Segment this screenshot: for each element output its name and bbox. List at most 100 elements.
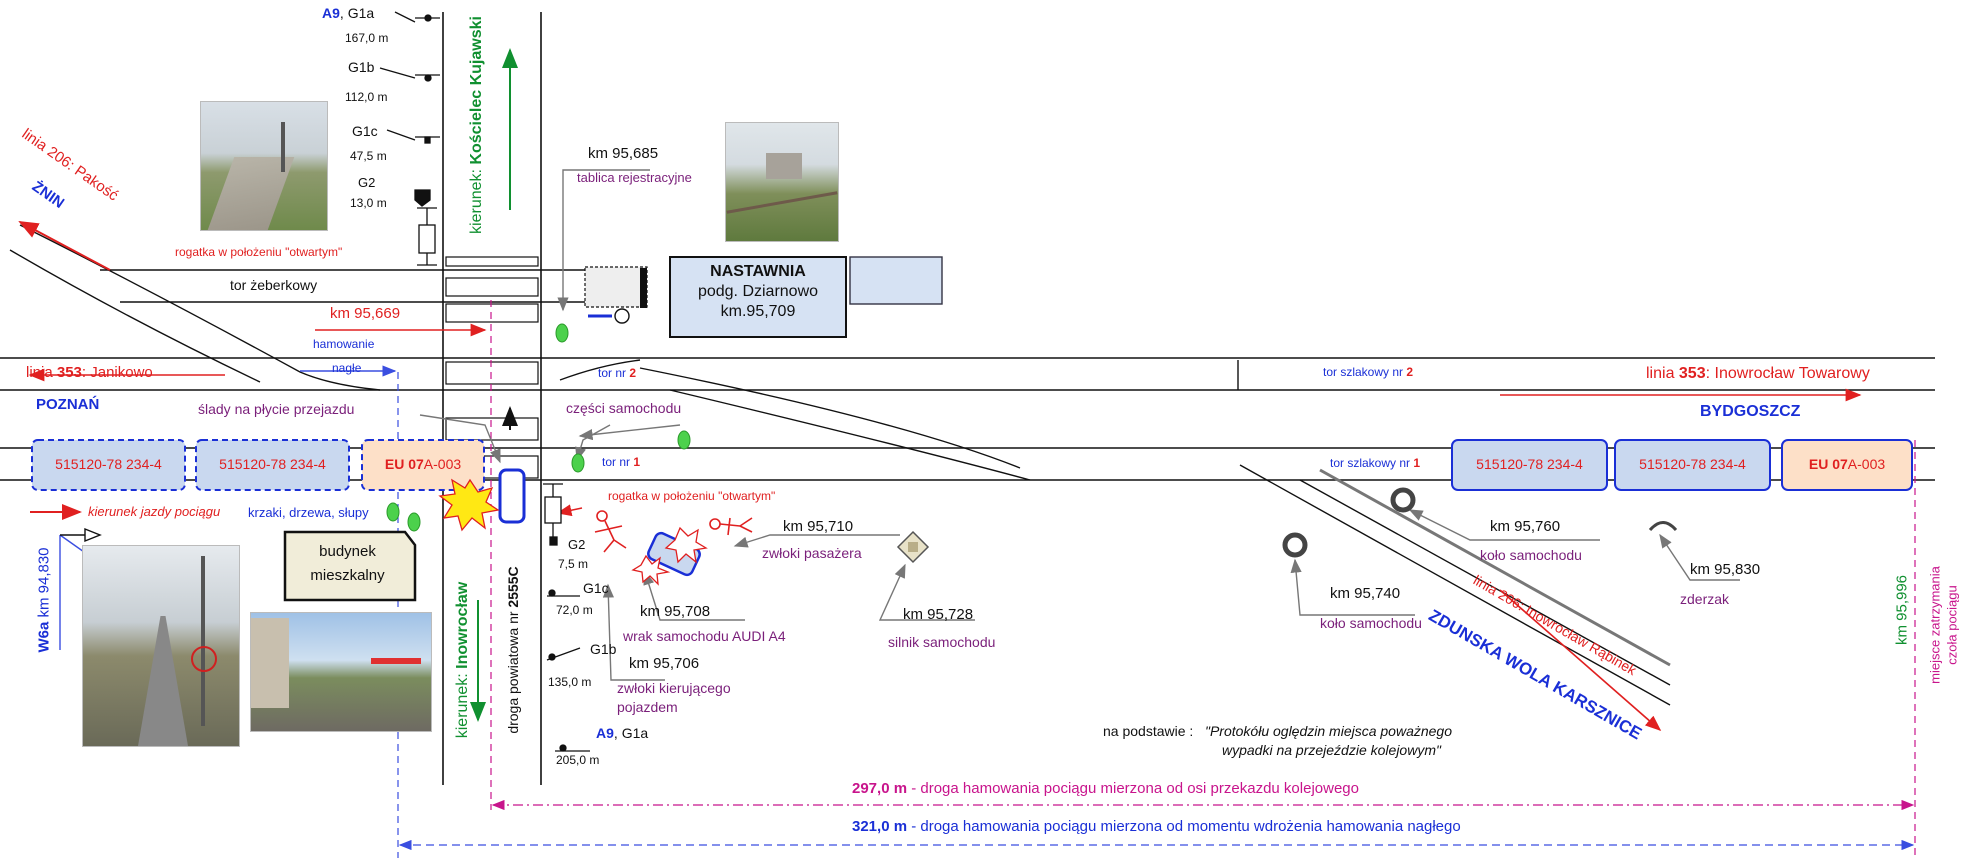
barrier-top bbox=[417, 207, 437, 266]
direction-name: Inowrocław bbox=[454, 581, 471, 669]
signals-bottom-marks bbox=[546, 589, 590, 752]
km-95685-label: km 95,685 bbox=[588, 145, 659, 162]
km-95760-label: km 95,760 bbox=[1490, 518, 1561, 535]
engine-icon bbox=[896, 530, 930, 564]
rogatka-bottom-label: rogatka w położeniu "otwartym" bbox=[608, 489, 776, 503]
nastawnia-box bbox=[669, 256, 847, 338]
nastawnia-km: km.95,709 bbox=[720, 303, 796, 320]
stop-point-label-1: miejsce zatrzymania bbox=[1927, 566, 1943, 684]
nastawnia-subtitle: podg. Dziarnowo bbox=[697, 283, 819, 300]
train-right-loco: EU 07A-003 bbox=[1808, 456, 1886, 472]
w6a-label: W6a km 94,830 bbox=[35, 547, 53, 653]
direction-arrow-znin bbox=[18, 221, 111, 271]
photo-nastawnia-view bbox=[725, 122, 839, 242]
bydgoszcz-label: BYDGOSZCZ bbox=[1700, 403, 1801, 420]
photo-road-view bbox=[200, 101, 328, 231]
bumper-icon bbox=[1648, 521, 1678, 532]
stop-point-label-2: czoła pociągu bbox=[1944, 585, 1960, 665]
train-left-wagon-1: 515120-78 234-4 bbox=[55, 456, 162, 472]
body-icons bbox=[594, 510, 753, 553]
train-right-wagon-1: 515120-78 234-4 bbox=[1476, 456, 1583, 472]
km-95710-label: km 95,710 bbox=[783, 518, 854, 535]
signal-g1c-bottom-label: G1c bbox=[583, 580, 609, 596]
km-95706-label: km 95,706 bbox=[629, 655, 700, 672]
distance-321-label: 321,0 m - droga hamowania pociągu mierzo… bbox=[852, 818, 1461, 835]
hamowanie-label-2: nagłe bbox=[332, 361, 362, 375]
tablica-label: tablica rejestracyjne bbox=[577, 170, 692, 185]
debris-markers bbox=[386, 323, 691, 532]
plate-post bbox=[640, 268, 647, 308]
train-right-wagon-2: 515120-78 234-4 bbox=[1639, 456, 1746, 472]
source-line-2: wypadki na przejeździe kolejowym" bbox=[1222, 742, 1441, 758]
track-1-label: tor nr 1 bbox=[602, 455, 641, 469]
slady-label: ślady na płycie przejazdu bbox=[198, 401, 355, 417]
kolo-2-label: koło samochodu bbox=[1320, 615, 1422, 631]
nastawnia-title: NASTAWNIA bbox=[710, 263, 806, 280]
nastawnia-annex bbox=[849, 256, 943, 305]
road-label: droga powiatowa nr 2555C bbox=[505, 566, 521, 733]
zderzak-label: zderzak bbox=[1680, 591, 1730, 607]
signal-name: G1a bbox=[347, 5, 375, 21]
signal-g1b-top-label: G1b bbox=[348, 59, 375, 75]
road-number: 2555C bbox=[505, 566, 521, 608]
direction-prefix: kierunek: bbox=[454, 668, 471, 739]
signal-g1a-bottom-distance: 205,0 m bbox=[556, 753, 600, 767]
car-wreck-icon bbox=[631, 526, 708, 586]
direction-name: Kościelec Kujawski bbox=[468, 16, 485, 165]
zwloki-kierujacego-label-2: pojazdem bbox=[617, 699, 678, 715]
signal-g1c-top-label: G1c bbox=[352, 123, 378, 139]
photo-house-view bbox=[250, 612, 432, 732]
building-shape bbox=[283, 530, 417, 602]
barrier-bottom bbox=[543, 483, 563, 546]
signal-g1c-bottom-distance: 72,0 m bbox=[556, 603, 593, 617]
line-353-janikowo-label: linia 353: Janikowo bbox=[26, 364, 153, 381]
car-at-crossing-icon bbox=[498, 468, 526, 524]
signal-g1a-bottom-label: A9, G1a bbox=[596, 725, 649, 741]
signal-g2-bottom-label: G2 bbox=[568, 537, 586, 552]
track-szlak-2-label: tor szlakowy nr 2 bbox=[1323, 365, 1414, 379]
track-zeberkowy-label: tor żeberkowy bbox=[230, 277, 318, 293]
signal-g1b-top-distance: 112,0 m bbox=[345, 90, 388, 104]
track-2-label: tor nr 2 bbox=[598, 366, 637, 380]
road-prefix: droga powiatowa nr bbox=[505, 607, 521, 734]
km-95740-label: km 95,740 bbox=[1330, 585, 1401, 602]
signal-g2-bottom-distance: 7,5 m bbox=[558, 557, 589, 571]
impact-explosion-icon bbox=[438, 478, 500, 532]
train-left-wagon-2: 515120-78 234-4 bbox=[219, 456, 326, 472]
kierunek-jazdy-label: kierunek jazdy pociągu bbox=[88, 504, 221, 519]
poznan-label: POZNAŃ bbox=[36, 396, 100, 413]
line-353-inowroclaw-label: linia 353: Inowrocław Towarowy bbox=[1646, 365, 1870, 382]
wheel-icons bbox=[1282, 487, 1416, 558]
pointer-arrows bbox=[419, 169, 1740, 681]
km-95728-label: km 95,728 bbox=[903, 606, 974, 623]
km-95996-label: km 95,996 bbox=[1893, 574, 1911, 646]
signal-g2-top-label: G2 bbox=[358, 175, 376, 190]
krzaki-label: krzaki, drzewa, słupy bbox=[248, 505, 369, 520]
signal-g2-top-distance: 13,0 m bbox=[350, 196, 387, 210]
hamowanie-label-1: hamowanie bbox=[313, 337, 375, 351]
wrak-label: wrak samochodu AUDI A4 bbox=[623, 628, 786, 644]
source-prefix: na podstawie : bbox=[1103, 723, 1194, 739]
track-szlak-1-label: tor szlakowy nr 1 bbox=[1330, 456, 1421, 470]
czesci-label: części samochodu bbox=[566, 400, 682, 416]
registration-plate-area bbox=[584, 266, 648, 308]
photo-track-view bbox=[82, 545, 240, 747]
direction-prefix: kierunek: bbox=[468, 164, 485, 234]
zwloki-pasazera-label: zwłoki pasażera bbox=[762, 545, 862, 561]
budynek-label-2: mieszkalny bbox=[310, 567, 385, 584]
signal-name: G1a bbox=[621, 725, 649, 741]
distance-297-label: 297,0 m - droga hamowania pociągu mierzo… bbox=[852, 780, 1359, 797]
w6a-sign-icon bbox=[84, 527, 102, 543]
train-left bbox=[31, 439, 485, 491]
rogatka-bottom-arrow bbox=[556, 504, 583, 517]
silnik-label: silnik samochodu bbox=[888, 634, 996, 650]
source-line-1: "Protokółu oględzin miejsca poważnego bbox=[1205, 723, 1453, 739]
km-95669-label: km 95,669 bbox=[330, 305, 401, 322]
train-left-loco: EU 07A-003 bbox=[384, 456, 462, 472]
signal-g1c-top-distance: 47,5 m bbox=[350, 149, 387, 163]
inowroclaw-direction-label: kierunek: Inowrocław bbox=[454, 582, 472, 739]
signals-top-marks bbox=[379, 11, 440, 207]
rogatka-top-label: rogatka w położeniu "otwartym" bbox=[175, 245, 343, 259]
signal-prefix: A9 bbox=[596, 725, 614, 741]
